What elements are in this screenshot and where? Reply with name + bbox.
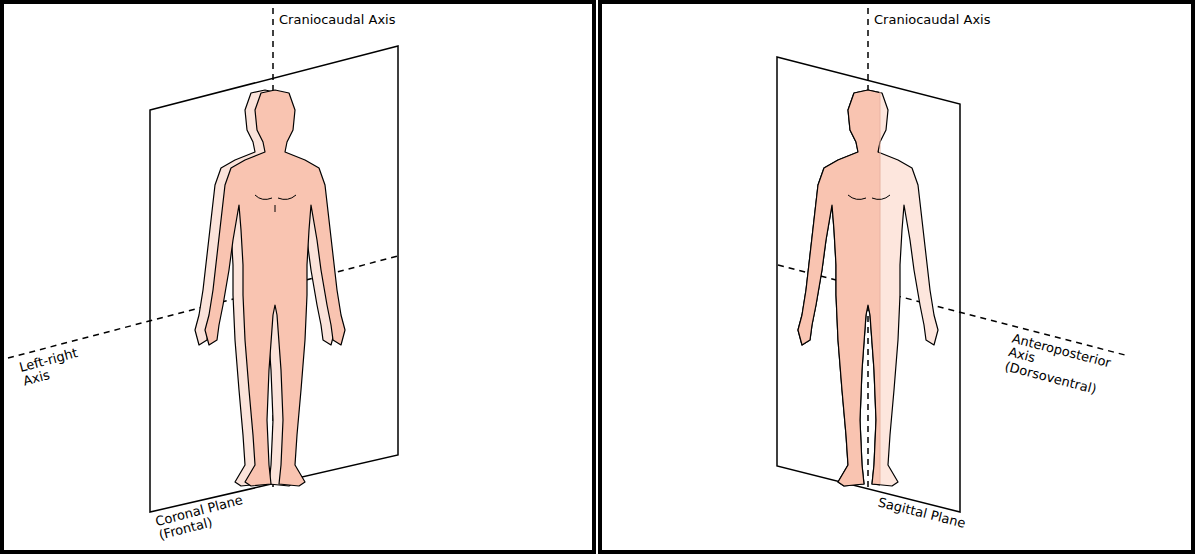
axis-label: Anteroposterior Axis (Dorsoventral) <box>1001 331 1130 403</box>
axis-label: Craniocaudal Axis <box>277 13 397 27</box>
body-left-half <box>798 90 880 486</box>
sagittal-cut-line <box>880 92 881 484</box>
axis-label: Left-right Axis <box>16 342 97 389</box>
anteroposterior-axis <box>778 265 1125 355</box>
sagittal-plane <box>777 57 960 512</box>
panel-frame <box>2 2 594 552</box>
axis-label: Craniocaudal Axis <box>872 13 992 27</box>
panel-frame <box>600 2 1193 552</box>
chest-detail <box>848 195 890 199</box>
coronal-plane <box>150 46 398 512</box>
body-right-half <box>798 90 938 486</box>
plane-label: Coronal Plane (Frontal) <box>152 488 268 544</box>
body-front-half <box>205 90 345 486</box>
plane-label: Sagittal Plane <box>875 495 969 532</box>
chest-detail <box>255 195 296 212</box>
